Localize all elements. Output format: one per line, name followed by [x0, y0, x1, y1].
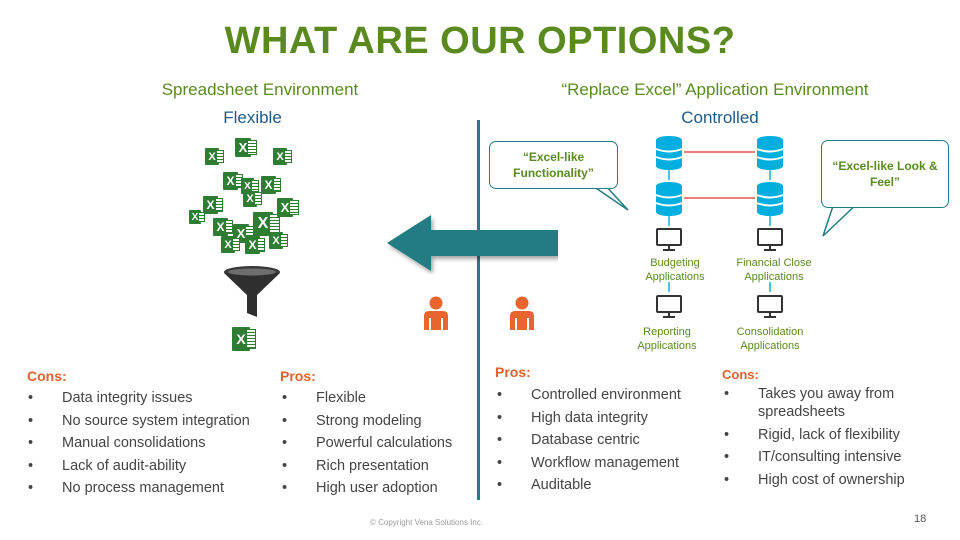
excel-file-icon: X — [221, 236, 240, 253]
left-pros-label: Pros: — [280, 368, 316, 384]
excel-file-icon: X — [232, 327, 257, 351]
budgeting-applications-label: Budgeting Applications — [645, 257, 705, 283]
excel-file-icon: X — [235, 138, 257, 157]
application-diagram — [655, 136, 784, 318]
monitor-icon — [656, 228, 783, 318]
excel-file-icon: X — [277, 198, 299, 217]
financial-close-applications-label: Financial Close Applications — [736, 257, 812, 283]
right-heading: “Replace Excel” Application Environment — [561, 80, 869, 99]
right-cons-label: Cons: — [722, 367, 759, 382]
right-pros-list: Controlled environmentHigh data integrit… — [495, 386, 710, 499]
right-subheading: Controlled — [681, 108, 759, 127]
bubble-excel-like-look-feel: “Excel-like Look & Feel” — [821, 140, 949, 208]
list-item: Takes you away from spreadsheets — [722, 385, 950, 421]
person-icon — [424, 296, 448, 330]
list-item: Rigid, lack of flexibility — [722, 426, 950, 444]
list-item: IT/consulting intensive — [722, 448, 950, 466]
database-icon — [655, 136, 784, 216]
list-item: Data integrity issues — [26, 389, 281, 407]
excel-file-icon: X — [245, 236, 266, 254]
list-item: Strong modeling — [280, 412, 480, 430]
excel-file-icon: X — [203, 196, 224, 214]
excel-file-icon: X — [269, 232, 288, 249]
list-item: Manual consolidations — [26, 434, 281, 452]
list-item: Workflow management — [495, 454, 710, 472]
list-item: Flexible — [280, 389, 480, 407]
reporting-applications-label: Reporting Applications — [637, 326, 697, 352]
left-pros-list: FlexibleStrong modelingPowerful calculat… — [280, 389, 480, 502]
list-item: Lack of audit-ability — [26, 457, 281, 475]
excel-file-icon: X — [213, 218, 234, 236]
slide-title: WHAT ARE OUR OPTIONS? — [224, 20, 736, 62]
list-item: No source system integration — [26, 412, 281, 430]
list-item: Auditable — [495, 476, 710, 494]
excel-file-icon: X — [243, 190, 262, 207]
list-item: High user adoption — [280, 479, 480, 497]
excel-file-icon: X — [189, 210, 206, 224]
right-cons-list: Takes you away from spreadsheetsRigid, l… — [722, 385, 950, 493]
bubble-excel-like-functionality: “Excel-like Functionality” — [489, 141, 618, 189]
list-item: Controlled environment — [495, 386, 710, 404]
bubble-tail-right — [822, 199, 862, 237]
copyright-notice: © Copyright Vena Solutions Inc. — [370, 518, 484, 527]
left-cons-list: Data integrity issues No source system in… — [26, 389, 281, 502]
bubble-tail-left — [589, 183, 629, 211]
person-icon — [510, 296, 534, 330]
list-item: No process management — [26, 479, 281, 497]
slide-number: 18 — [914, 513, 927, 525]
list-item: High cost of ownership — [722, 471, 950, 489]
funnel-icon — [224, 266, 280, 317]
excel-file-icon: X — [241, 178, 259, 194]
list-item: High data integrity — [495, 409, 710, 427]
excel-file-icon: X — [261, 176, 282, 194]
arrow-left-icon — [387, 215, 558, 271]
consolidation-applications-label: Consolidation Applications — [736, 326, 804, 352]
vertical-divider — [477, 120, 480, 500]
list-item: Database centric — [495, 431, 710, 449]
list-item: Rich presentation — [280, 457, 480, 475]
list-item: Powerful calculations — [280, 434, 480, 452]
excel-file-icon: X — [223, 172, 244, 190]
excel-file-icon: X — [273, 148, 292, 165]
right-pros-label: Pros: — [495, 364, 531, 380]
left-heading: Spreadsheet Environment — [161, 80, 359, 99]
left-cons-label: Cons: — [27, 368, 67, 384]
left-subheading: Flexible — [223, 108, 282, 127]
excel-file-icon: X — [205, 148, 224, 165]
